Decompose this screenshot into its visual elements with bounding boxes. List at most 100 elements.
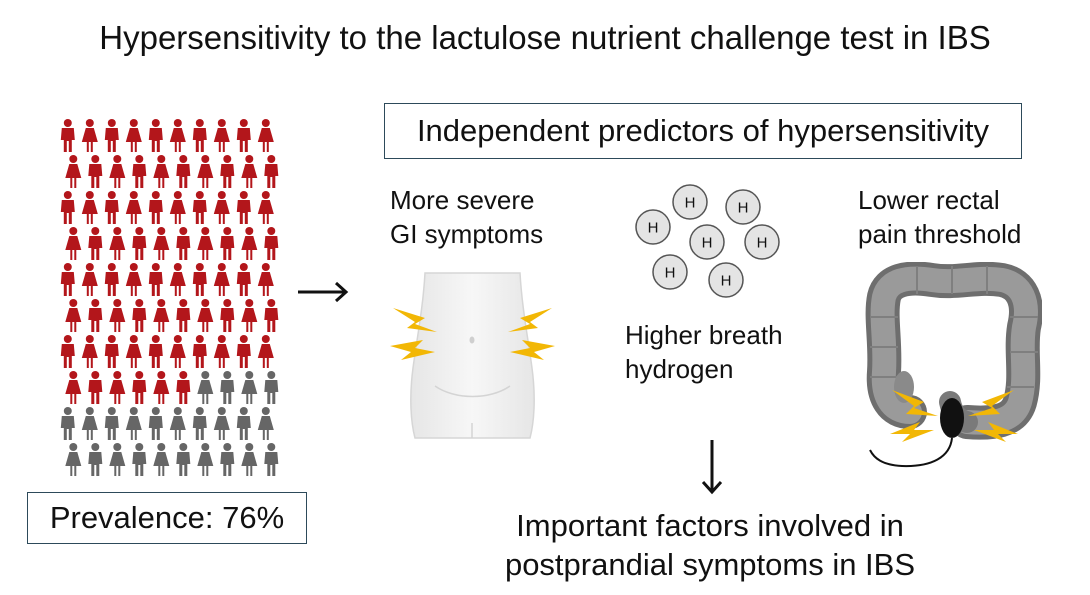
person-icon <box>257 407 274 440</box>
person-icon <box>220 443 235 476</box>
person-icon <box>153 371 170 404</box>
person-icon <box>60 335 75 368</box>
person-icon <box>264 371 279 404</box>
predictor-rectal-threshold-label: Lower rectal pain threshold <box>858 183 1021 251</box>
person-icon <box>104 191 119 224</box>
person-icon <box>60 407 75 440</box>
person-icon <box>192 119 207 152</box>
person-icon <box>257 119 274 152</box>
person-icon <box>65 443 82 476</box>
predictor-breath-line1: Higher breath <box>625 320 783 350</box>
person-icon <box>81 335 98 368</box>
hydrogen-atom-icon: H <box>652 254 688 290</box>
person-icon <box>104 407 119 440</box>
hydrogen-atom-icon: H <box>672 184 708 220</box>
person-icon <box>153 443 170 476</box>
person-icon <box>132 227 147 260</box>
person-icon <box>132 443 147 476</box>
lightning-icon <box>390 308 555 360</box>
hydrogen-symbol: H <box>702 235 713 252</box>
person-icon <box>88 299 103 332</box>
person-icon <box>88 443 103 476</box>
hydrogen-symbol: H <box>757 235 768 252</box>
hydrogen-symbol: H <box>665 265 676 282</box>
person-icon <box>192 191 207 224</box>
person-icon <box>169 335 186 368</box>
person-icon <box>148 119 163 152</box>
person-icon <box>132 299 147 332</box>
person-icon <box>88 371 103 404</box>
person-icon <box>81 119 98 152</box>
predictor-gi-line1: More severe <box>390 185 535 215</box>
arrow-down-icon <box>701 440 723 495</box>
person-icon <box>104 119 119 152</box>
person-icon <box>241 443 258 476</box>
person-icon <box>65 299 82 332</box>
hydrogen-molecules-icon: H H H H H H H <box>635 184 780 298</box>
person-icon <box>241 299 258 332</box>
person-icon <box>153 155 170 188</box>
person-icon <box>264 155 279 188</box>
person-icon <box>60 263 75 296</box>
person-icon <box>213 263 230 296</box>
hydrogen-symbol: H <box>721 273 732 290</box>
person-icon <box>176 371 191 404</box>
person-icon <box>257 335 274 368</box>
person-icon <box>109 443 126 476</box>
person-icon <box>213 119 230 152</box>
person-icon <box>241 227 258 260</box>
person-icon <box>197 299 214 332</box>
person-icon <box>148 407 163 440</box>
person-icon <box>65 227 82 260</box>
hydrogen-atom-icon: H <box>708 262 744 298</box>
person-icon <box>197 371 214 404</box>
prevalence-box: Prevalence: 76% <box>27 492 307 544</box>
person-icon <box>176 299 191 332</box>
abdomen-pain-icon <box>390 272 555 439</box>
person-icon <box>220 299 235 332</box>
person-icon <box>109 155 126 188</box>
hydrogen-atom-icon: H <box>725 189 761 225</box>
arrow-right-icon <box>298 281 349 303</box>
person-icon <box>236 263 251 296</box>
hydrogen-atom-icon: H <box>689 224 725 260</box>
person-icon <box>197 443 214 476</box>
person-icon <box>220 371 235 404</box>
prevalence-people-grid <box>60 119 279 476</box>
person-icon <box>236 407 251 440</box>
person-icon <box>213 191 230 224</box>
person-icon <box>264 227 279 260</box>
hydrogen-symbol: H <box>685 195 696 212</box>
predictor-rectal-line1: Lower rectal <box>858 185 1000 215</box>
person-icon <box>60 119 75 152</box>
hydrogen-atom-icon: H <box>635 209 671 245</box>
predictor-breath-line2: hydrogen <box>625 354 734 384</box>
person-icon <box>104 335 119 368</box>
person-icon <box>257 191 274 224</box>
person-icon <box>88 227 103 260</box>
person-icon <box>65 155 82 188</box>
hydrogen-symbol: H <box>648 220 659 237</box>
person-icon <box>81 407 98 440</box>
person-icon <box>148 263 163 296</box>
person-icon <box>125 191 142 224</box>
person-icon <box>109 299 126 332</box>
person-icon <box>241 155 258 188</box>
person-icon <box>213 407 230 440</box>
person-icon <box>109 227 126 260</box>
person-icon <box>169 263 186 296</box>
person-icon <box>148 335 163 368</box>
person-icon <box>264 299 279 332</box>
hydrogen-symbol: H <box>738 200 749 217</box>
conclusion-text: Important factors involved in postprandi… <box>440 506 980 584</box>
person-icon <box>65 371 82 404</box>
person-icon <box>220 155 235 188</box>
person-icon <box>192 407 207 440</box>
person-icon <box>81 191 98 224</box>
person-icon <box>176 443 191 476</box>
person-icon <box>264 443 279 476</box>
person-icon <box>197 155 214 188</box>
conclusion-line2: postprandial symptoms in IBS <box>504 547 916 582</box>
person-icon <box>88 155 103 188</box>
person-icon <box>257 263 274 296</box>
